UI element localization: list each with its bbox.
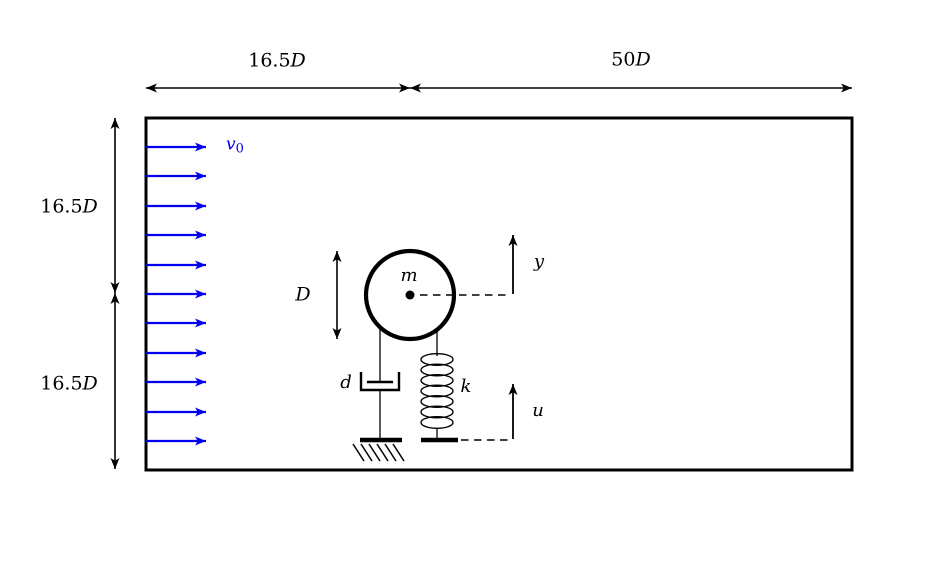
hatch-line xyxy=(360,443,373,462)
u-reference-axis xyxy=(461,384,518,441)
spring-coil xyxy=(420,353,454,367)
inflow-velocity-label: v0 xyxy=(226,134,244,157)
inflow-arrows xyxy=(146,142,206,446)
spring-coil xyxy=(420,384,454,398)
lower-height-label: 16.5D xyxy=(40,372,98,395)
damper-label: d xyxy=(340,372,352,393)
upper-height-label: 16.5D xyxy=(40,195,98,218)
hatch-line xyxy=(352,443,365,462)
ground-hatching xyxy=(352,443,405,462)
damper xyxy=(352,328,405,462)
hatch-line xyxy=(368,443,381,462)
diameter-label: D xyxy=(295,283,311,306)
hatch-line xyxy=(384,443,397,462)
spring-coil xyxy=(420,395,454,409)
upstream-width-label: 16.5D xyxy=(248,49,306,72)
spring-coil xyxy=(420,374,454,388)
spring xyxy=(420,330,458,443)
y-displacement-label: y xyxy=(533,251,545,272)
base-displacement-label: u xyxy=(532,400,544,421)
y-reference-axis xyxy=(420,235,518,296)
cylinder-circle xyxy=(363,248,457,342)
mass-label: m xyxy=(400,265,418,286)
mass-center-dot xyxy=(405,290,415,300)
flow-domain-boundary xyxy=(144,116,854,472)
downstream-width-label: 50D xyxy=(611,48,651,71)
cylinder xyxy=(363,248,457,342)
spring-coil xyxy=(420,363,454,377)
spring-label: k xyxy=(460,376,472,397)
hatch-line xyxy=(392,443,405,462)
hatch-line xyxy=(376,443,389,462)
spring-coil xyxy=(420,405,454,419)
